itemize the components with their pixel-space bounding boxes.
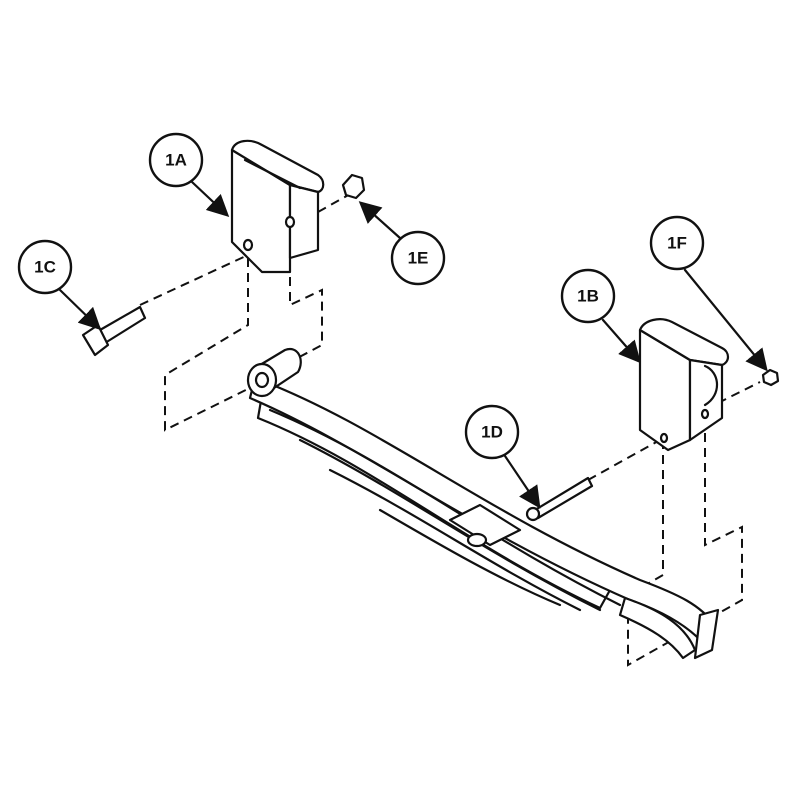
nut-1e — [341, 173, 366, 200]
callout-1b: 1B — [560, 268, 616, 324]
callout-1e: 1E — [390, 230, 446, 286]
leaf-spring — [246, 347, 720, 660]
callout-1d: 1D — [464, 404, 520, 460]
callout-label: 1B — [577, 287, 599, 306]
callout-1c: 1C — [17, 239, 73, 295]
callout-label: 1F — [667, 234, 687, 253]
callout-leaders — [58, 180, 768, 509]
assembly-dashed-lines — [139, 192, 761, 667]
bolt-1c — [81, 305, 147, 357]
callout-label: 1E — [408, 249, 429, 268]
hanger-1b — [638, 318, 730, 452]
callout-label: 1A — [165, 151, 187, 170]
callout-1a: 1A — [148, 132, 204, 188]
center-bolt-icon — [466, 532, 488, 548]
nut-1f — [761, 368, 780, 387]
callout-label: 1D — [481, 423, 503, 442]
callout-label: 1C — [34, 258, 56, 277]
hanger-1a — [230, 139, 325, 274]
callout-1f: 1F — [649, 215, 705, 271]
bolt-1d — [525, 476, 594, 522]
